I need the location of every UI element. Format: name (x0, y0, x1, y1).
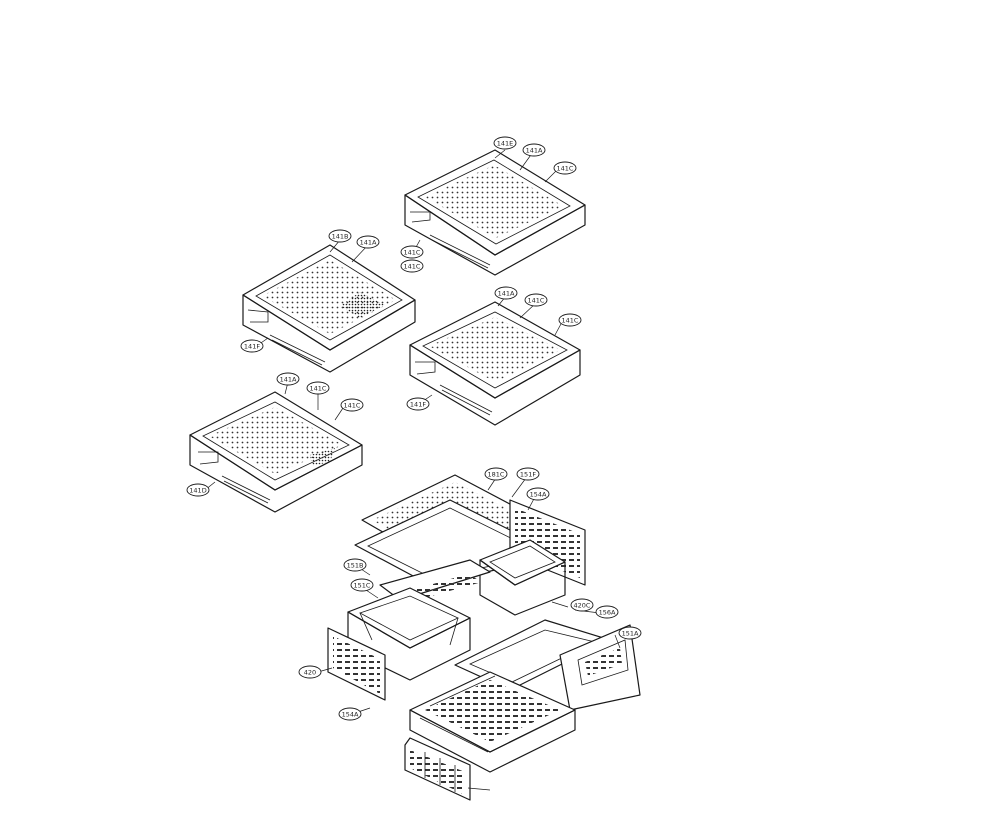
shelf-upper-left (242, 244, 416, 373)
callout-oval (553, 161, 577, 175)
callout-c24: 151A (618, 626, 642, 640)
shelf-middle-right (409, 301, 581, 426)
callout-label: 141C (557, 164, 574, 172)
callout-oval (400, 245, 424, 259)
callout-c18: 151F (516, 467, 540, 481)
callout-label: 141D (189, 486, 206, 494)
callout-oval (306, 381, 330, 395)
callout-c25: 420 (298, 665, 322, 679)
callout-label: 141A (498, 289, 515, 297)
callout-oval (328, 229, 352, 243)
callout-oval (524, 293, 548, 307)
callout-labels: 141E 141A 141C 141B 141A 141C 141C 141F 141A 141C… (186, 136, 642, 721)
callout-c9: 141A (494, 286, 518, 300)
callout-oval (526, 487, 550, 501)
callout-oval (350, 578, 374, 592)
callout-c23: 156A (595, 605, 619, 619)
callout-label: 156A (599, 608, 616, 616)
callout-c19: 154A (526, 487, 550, 501)
callout-label: 141A (526, 146, 543, 154)
callout-c1: 141E (493, 136, 517, 150)
callout-oval (516, 467, 540, 481)
callout-label: 141C (404, 248, 421, 256)
callout-oval (493, 136, 517, 150)
callout-oval (406, 397, 430, 411)
callout-oval (276, 372, 300, 386)
callout-label: 141C (562, 316, 579, 324)
callout-c13: 141A (276, 372, 300, 386)
callout-oval (240, 339, 264, 353)
callout-c20: 151B (343, 558, 367, 572)
callout-c14: 141C (306, 381, 330, 395)
callout-c2: 141A (522, 143, 546, 157)
callout-label: 141E (497, 139, 514, 147)
callout-oval (340, 398, 364, 412)
callout-oval (356, 235, 380, 249)
callout-c5: 141A (356, 235, 380, 249)
callout-label: 151C (354, 581, 371, 589)
callout-oval (400, 259, 424, 273)
callout-label: 141C (310, 384, 327, 392)
callout-oval (618, 626, 642, 640)
callout-label: 141C (528, 296, 545, 304)
callout-oval (570, 598, 594, 612)
callout-c11: 141C (558, 313, 582, 327)
shelf-top-right (404, 149, 586, 276)
callout-c21: 151C (350, 578, 374, 592)
callout-label: 141A (280, 375, 297, 383)
callout-label: 141C (404, 262, 421, 270)
callout-label: 151B (347, 561, 364, 569)
callout-c17: 181C (484, 467, 508, 481)
callout-oval (338, 707, 362, 721)
callout-c22: 420C (570, 598, 594, 612)
callout-label: 420C (574, 601, 591, 609)
crisper-assembly (327, 474, 641, 801)
callout-c4: 141B (328, 229, 352, 243)
callout-c12: 141F (406, 397, 430, 411)
callout-label: 141B (332, 232, 349, 240)
callout-c8: 141F (240, 339, 264, 353)
callout-c6: 141C (400, 245, 424, 259)
callout-label: 154A (530, 490, 547, 498)
callout-oval (186, 483, 210, 497)
callout-c16: 141D (186, 483, 210, 497)
callout-label: 420 (304, 668, 316, 676)
shelf-lower-left (189, 391, 363, 513)
callout-c10: 141C (524, 293, 548, 307)
callout-label: 151A (622, 629, 639, 637)
callout-label: 141F (410, 400, 426, 408)
callout-label: 181C (488, 470, 505, 478)
callout-oval (558, 313, 582, 327)
callout-label: 151F (520, 470, 536, 478)
callout-oval (298, 665, 322, 679)
callout-c15: 141C (340, 398, 364, 412)
callout-c26: 154A (338, 707, 362, 721)
callout-oval (343, 558, 367, 572)
callout-oval (522, 143, 546, 157)
callout-oval (484, 467, 508, 481)
callout-c7: 141C (400, 259, 424, 273)
callout-label: 141C (344, 401, 361, 409)
callout-oval (595, 605, 619, 619)
callout-c3: 141C (553, 161, 577, 175)
callout-label: 154A (342, 710, 359, 718)
callout-label: 141A (360, 238, 377, 246)
callout-oval (494, 286, 518, 300)
callout-label: 141F (244, 342, 260, 350)
